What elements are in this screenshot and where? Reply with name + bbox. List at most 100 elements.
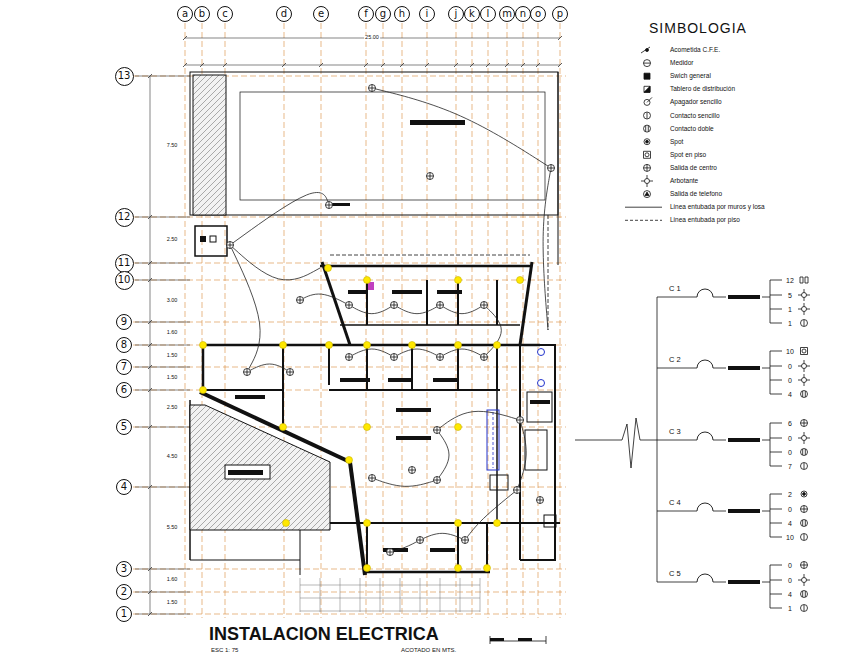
circuit-line bbox=[713, 582, 726, 583]
symbol-centro bbox=[417, 537, 424, 544]
axis-label: 12 bbox=[118, 212, 131, 222]
column-axis-bubble: l bbox=[480, 6, 496, 22]
axis-label: 1 bbox=[121, 609, 127, 619]
symbol-part bbox=[244, 369, 251, 376]
dimension-text: 1.50 bbox=[166, 600, 179, 606]
stair-rail bbox=[487, 410, 499, 470]
symbol-centro bbox=[801, 420, 808, 427]
axis-label: 5 bbox=[121, 422, 127, 432]
symbol-part bbox=[801, 591, 808, 598]
symbol-arbotante bbox=[641, 175, 653, 187]
dimension-text: 3.00 bbox=[166, 298, 179, 304]
dimension-extension bbox=[135, 263, 190, 264]
symbol-cont1 bbox=[644, 112, 651, 119]
symbol-part bbox=[462, 537, 469, 544]
axis-line bbox=[133, 345, 566, 346]
circuit-tap bbox=[770, 466, 782, 467]
symbol-cont1 bbox=[801, 605, 808, 612]
symbol-part bbox=[434, 477, 441, 484]
symbol-part bbox=[802, 307, 807, 312]
symbol-part bbox=[346, 354, 353, 361]
room-name-bar bbox=[410, 120, 465, 125]
breaker-symbol bbox=[697, 574, 713, 582]
symbol-part bbox=[625, 207, 662, 208]
symbol-part bbox=[801, 562, 808, 569]
axis-line bbox=[133, 569, 566, 570]
room-name-bar bbox=[228, 470, 263, 475]
column-dot bbox=[326, 342, 333, 349]
wall-line bbox=[520, 345, 555, 560]
dimension-extension bbox=[135, 345, 190, 346]
symbol-part bbox=[326, 202, 333, 209]
dimension-tick bbox=[148, 261, 152, 265]
symbol-part bbox=[798, 289, 810, 301]
axis-line bbox=[133, 390, 566, 391]
circuit-name: C 1 bbox=[668, 285, 682, 293]
symbol-part bbox=[801, 449, 808, 456]
circuit-tap bbox=[770, 295, 782, 296]
dimension-tick bbox=[400, 63, 404, 67]
symbol-part bbox=[369, 85, 376, 92]
axis-label: 7 bbox=[121, 362, 127, 372]
axis-label: e bbox=[318, 9, 324, 19]
wire-run bbox=[517, 420, 526, 490]
symbol-part bbox=[801, 520, 808, 527]
axis-line bbox=[402, 23, 403, 618]
row-axis-bubble: 2 bbox=[116, 584, 132, 600]
column-dot bbox=[517, 277, 524, 284]
wall-line bbox=[282, 390, 284, 427]
column-dot bbox=[200, 387, 207, 394]
kitchen-fixture bbox=[490, 475, 508, 490]
axis-label: l bbox=[487, 9, 490, 19]
column-axis-bubble: i bbox=[419, 6, 435, 22]
circuit-name: C 5 bbox=[668, 570, 682, 578]
room-name-bar bbox=[437, 290, 462, 294]
circuit-line bbox=[657, 297, 697, 298]
column-dot bbox=[455, 565, 462, 572]
circuit-name: C 2 bbox=[668, 356, 682, 364]
symbol-part bbox=[801, 420, 808, 427]
wire-run bbox=[230, 245, 260, 372]
axis-label: d bbox=[281, 9, 287, 19]
column-dot bbox=[364, 565, 371, 572]
symbol-part bbox=[287, 369, 294, 376]
stair-line bbox=[380, 578, 381, 612]
symbol-part bbox=[437, 354, 444, 361]
symbol-part bbox=[297, 297, 304, 304]
symbol-part bbox=[803, 591, 806, 597]
dimension-extension bbox=[135, 390, 190, 391]
wire-run bbox=[247, 364, 290, 372]
circuit-name-bar bbox=[728, 366, 760, 370]
kitchen-fixture bbox=[525, 430, 547, 470]
dimension-tick bbox=[148, 485, 152, 489]
legend-entry: Contacto doble bbox=[669, 125, 715, 132]
row-axis-bubble: 5 bbox=[116, 419, 132, 435]
column-dot bbox=[325, 265, 332, 272]
symbol-apagador bbox=[644, 97, 652, 105]
wire-run bbox=[437, 430, 449, 480]
fixture-count: 0 bbox=[787, 506, 793, 513]
boundary-line bbox=[558, 72, 559, 265]
axis-line bbox=[133, 217, 566, 218]
wall-line bbox=[365, 571, 490, 574]
row-axis-bubble: 11 bbox=[115, 254, 134, 273]
dimension-text: 25.00 bbox=[364, 35, 380, 41]
symbol-part bbox=[800, 277, 808, 283]
scale-bar bbox=[518, 638, 532, 641]
symbol-dbl bbox=[800, 277, 808, 283]
dimension-tick bbox=[223, 63, 227, 67]
symbol-part bbox=[244, 369, 251, 376]
symbol-centro bbox=[434, 477, 441, 484]
axis-line bbox=[133, 614, 566, 615]
dimension-tick bbox=[148, 74, 152, 78]
scale-bar bbox=[490, 636, 491, 644]
dimension-tick bbox=[505, 63, 509, 67]
symbol-part bbox=[798, 574, 810, 586]
fixture-count: 1 bbox=[787, 605, 793, 612]
circuit-tap bbox=[770, 394, 782, 395]
row-axis-bubble: 9 bbox=[116, 314, 132, 330]
symbol-part bbox=[801, 420, 808, 427]
garden-outline bbox=[190, 72, 558, 215]
symbol-part bbox=[481, 302, 488, 309]
dimension-tick bbox=[282, 63, 286, 67]
